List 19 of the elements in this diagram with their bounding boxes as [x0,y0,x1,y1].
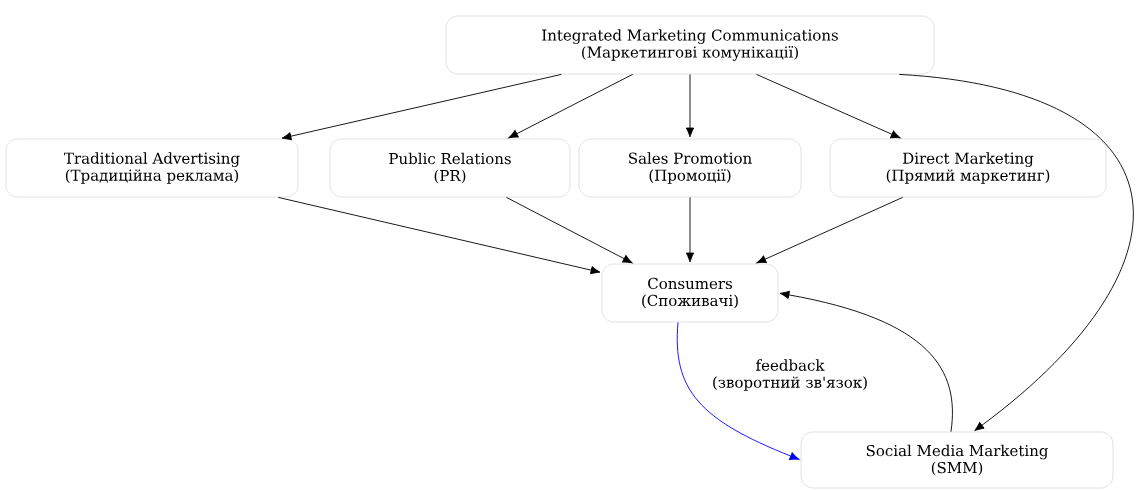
edge-label: feedback (зворотний зв'язок) [703,358,877,392]
process-box: Social Media Marketing (SMM) [800,431,1114,489]
arrow [281,73,562,141]
process-box: Traditional Advertising (Традиційна реклама) [5,138,299,198]
arrow [779,290,953,433]
arrow [685,73,695,138]
arrow [505,196,633,264]
arrow [685,196,695,263]
process-box: Direct Marketing (Прямий маркетинг) [829,138,1107,198]
process-box: Sales Promotion (Промоції) [578,138,802,198]
arrow [756,73,901,139]
arrow [508,73,634,139]
arrow [756,196,904,264]
arrow [277,196,601,275]
process-box: Consumers (Споживачі) [601,263,779,323]
process-box: Integrated Marketing Communications (Маркетингові комунікації) [445,15,935,75]
arrow [898,73,1133,432]
arrow [676,321,800,460]
process-box: Public Relations (PR) [329,138,571,198]
